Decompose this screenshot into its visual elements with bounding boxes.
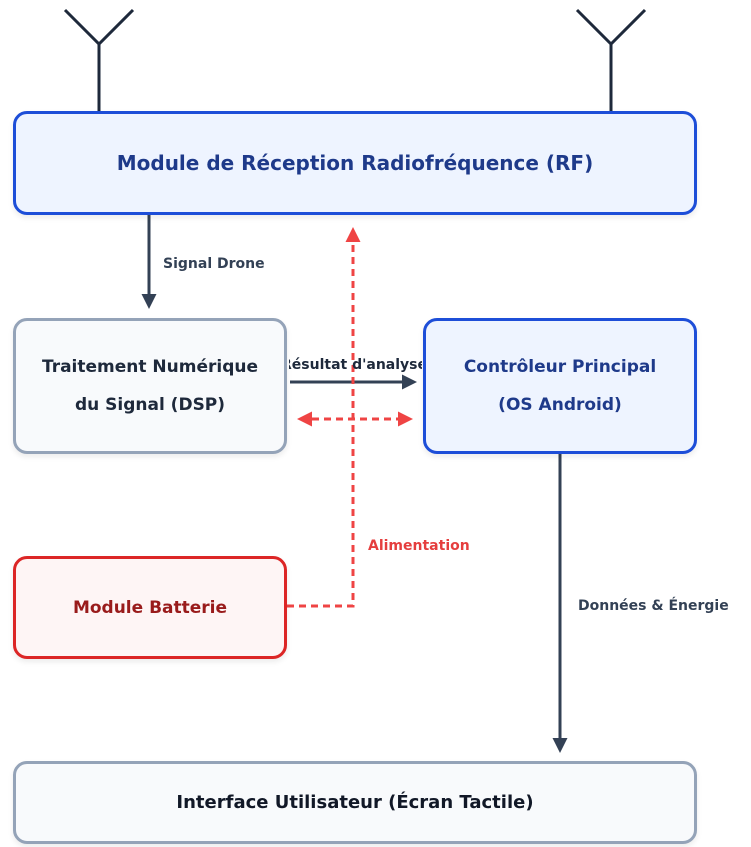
signal-edge-label: Signal Drone (163, 256, 265, 272)
result-edge-label: Résultat d'analyse (289, 357, 422, 373)
rf-module-label: Module de Réception Radiofréquence (RF) (116, 151, 594, 175)
data-edge-label: Données & Énergie (578, 598, 729, 614)
user-interface-node: Interface Utilisateur (Écran Tactile) (13, 761, 697, 844)
user-interface-label: Interface Utilisateur (Écran Tactile) (176, 792, 534, 813)
antenna-right-icon (575, 8, 647, 111)
dsp-label-line2: du Signal (DSP) (74, 395, 226, 415)
battery-node: Module Batterie (13, 556, 287, 659)
result-edge-text: Résultat d'analyse (289, 357, 422, 373)
battery-label: Module Batterie (72, 597, 228, 618)
power-edge-label: Alimentation (368, 538, 470, 554)
antenna-left-icon (63, 8, 135, 111)
dsp-node: Traitement Numérique du Signal (DSP) (13, 318, 287, 454)
controller-label-line2: (OS Android) (498, 395, 622, 415)
dsp-label-line1: Traitement Numérique (41, 357, 259, 377)
controller-node: Contrôleur Principal (OS Android) (423, 318, 697, 454)
arrow-power-battery-to-rf (287, 227, 361, 608)
controller-label-line1: Contrôleur Principal (463, 357, 657, 377)
rf-module-node: Module de Réception Radiofréquence (RF) (13, 111, 697, 215)
